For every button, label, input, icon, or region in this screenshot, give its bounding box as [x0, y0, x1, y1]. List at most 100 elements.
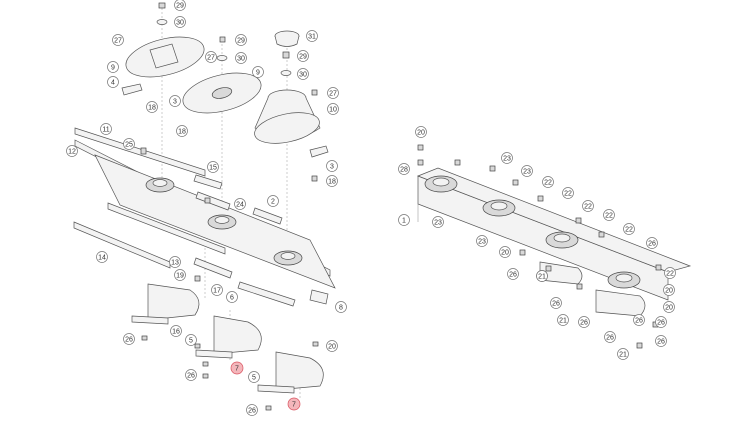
callout-circle [306, 30, 318, 42]
callout: 21 [536, 270, 548, 282]
callout: 2 [267, 195, 279, 207]
callout-circle [246, 404, 258, 416]
callout: 23 [501, 152, 513, 164]
knife-disc-upper [125, 36, 205, 78]
callout-number: 16 [172, 328, 180, 335]
callout-number: 30 [176, 19, 184, 26]
cone-drum [254, 89, 321, 144]
callout-circle [536, 270, 548, 282]
callout-number: 29 [176, 2, 184, 9]
callout-circle [211, 284, 223, 296]
end-bracket [309, 289, 329, 305]
callout: 30 [174, 16, 186, 28]
callout: 27 [205, 51, 217, 63]
callout: 18 [146, 101, 158, 113]
callout-circle [623, 223, 635, 235]
callout: 20 [326, 340, 338, 352]
callout-circle [327, 87, 339, 99]
callout-number: 20 [501, 249, 509, 256]
callout: 9 [252, 66, 264, 78]
callout-circle [235, 52, 247, 64]
callout-number: 6 [230, 294, 234, 301]
callout-number: 23 [523, 168, 531, 175]
callout-number: 5 [189, 337, 193, 344]
callout: 5 [248, 371, 260, 383]
callout: 26 [123, 333, 135, 345]
callout: 22 [562, 187, 574, 199]
callout-highlighted: 7 [287, 397, 301, 411]
callout-number: 21 [538, 273, 546, 280]
callout: 13 [169, 256, 181, 268]
callout-circle [557, 314, 569, 326]
callout: 15 [207, 161, 219, 173]
callout-number: 22 [544, 179, 552, 186]
callout-circle [297, 68, 309, 80]
callout-number: 25 [125, 141, 133, 148]
callout-circle [646, 237, 658, 249]
callout-circle [123, 138, 135, 150]
callout-circle [107, 76, 119, 88]
callout-number: 11 [102, 126, 109, 133]
callout-number: 9 [256, 69, 260, 76]
callout: 22 [582, 200, 594, 212]
callout-circle [252, 66, 264, 78]
callout-circle [174, 0, 186, 11]
callout-number: 3 [330, 163, 334, 170]
callout-number: 22 [605, 212, 613, 219]
small-plates [193, 174, 296, 307]
callout: 28 [398, 163, 410, 175]
callout: 12 [66, 145, 78, 157]
callout-number: 26 [509, 271, 517, 278]
callout-number: 23 [478, 238, 486, 245]
callout-number: 19 [176, 272, 184, 279]
callout-number: 8 [339, 304, 343, 311]
callout-number: 26 [125, 336, 133, 343]
callout: 27 [112, 34, 124, 46]
callout-circle [185, 334, 197, 346]
callout: 5 [185, 334, 197, 346]
callout: 20 [663, 284, 675, 296]
callout-circle [169, 95, 181, 107]
callout-circle [501, 152, 513, 164]
callout-circle [655, 335, 667, 347]
callout: 26 [578, 316, 590, 328]
callout-number: 22 [584, 203, 592, 210]
callout: 29 [174, 0, 186, 11]
callout-number: 26 [606, 334, 614, 341]
callout-circle [174, 269, 186, 281]
callout: 10 [327, 103, 339, 115]
callout: 26 [507, 268, 519, 280]
callout-circle [66, 145, 78, 157]
callout-number: 13 [171, 259, 179, 266]
callout-number: 27 [114, 37, 122, 44]
callout: 19 [174, 269, 186, 281]
callout-circle [287, 397, 301, 411]
callout: 14 [96, 251, 108, 263]
callout: 16 [170, 325, 182, 337]
callout-circle [499, 246, 511, 258]
loose-fasteners [140, 89, 319, 411]
callout: 20 [499, 246, 511, 258]
callout-number: 18 [148, 104, 156, 111]
callout-number: 7 [292, 401, 296, 408]
callout: 29 [297, 50, 309, 62]
callout-circle [432, 216, 444, 228]
callout: 18 [176, 125, 188, 137]
callout-number: 26 [648, 240, 656, 247]
callout: 4 [107, 76, 119, 88]
callout-number: 21 [559, 317, 567, 324]
callout: 8 [335, 301, 347, 313]
callout-circle [230, 361, 244, 375]
callout: 21 [617, 348, 629, 360]
callout: 26 [604, 331, 616, 343]
callout-number: 26 [552, 300, 560, 307]
callout-number: 18 [328, 178, 336, 185]
callout-circle [603, 209, 615, 221]
callout-number: 27 [207, 54, 215, 61]
callout: 20 [663, 301, 675, 313]
cap-part [274, 30, 300, 47]
knife-blades [121, 83, 329, 158]
skid-shoe-2 [195, 315, 262, 359]
